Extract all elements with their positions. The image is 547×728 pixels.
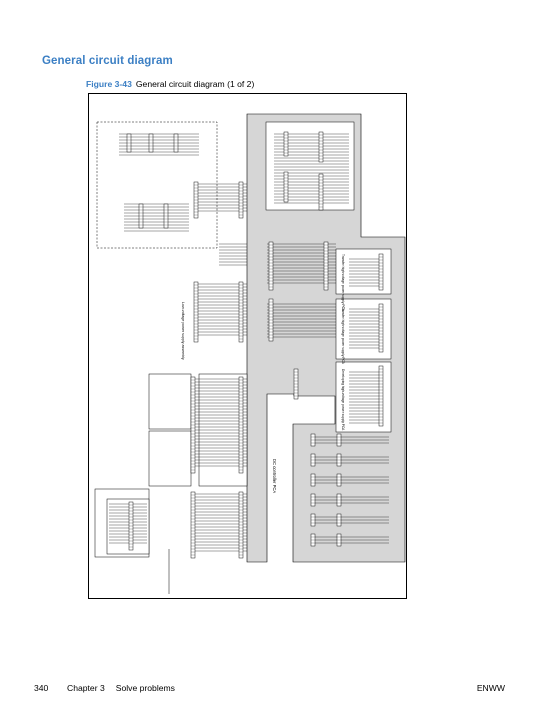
connector bbox=[268, 298, 274, 342]
wire-bundle bbox=[315, 476, 389, 484]
connector bbox=[238, 376, 244, 474]
connector bbox=[193, 281, 199, 343]
page-heading: General circuit diagram bbox=[42, 55, 173, 67]
connector bbox=[336, 533, 342, 547]
connector bbox=[190, 376, 196, 474]
label-transfer-hv-2: Transfer high voltage power supply PCA bbox=[341, 307, 345, 365]
connector bbox=[173, 133, 179, 153]
wire-bundle bbox=[194, 283, 247, 336]
connector bbox=[378, 253, 384, 291]
wire-bundle bbox=[191, 378, 247, 467]
footer-chapter: Chapter 3 Solve problems bbox=[67, 683, 175, 693]
connector bbox=[238, 281, 244, 343]
circuit-diagram: DC controller PCA Low-voltage power supp… bbox=[88, 93, 407, 599]
dashed-unit-block bbox=[96, 121, 218, 249]
wire-bundle bbox=[191, 493, 247, 552]
connector bbox=[190, 491, 196, 559]
controller-board-region bbox=[246, 113, 406, 563]
connector bbox=[283, 131, 289, 157]
wire-bundle bbox=[315, 456, 389, 464]
connector bbox=[336, 493, 342, 507]
connector bbox=[336, 433, 342, 447]
wire-bundle bbox=[109, 503, 147, 544]
connector bbox=[310, 433, 316, 447]
wire-bundle bbox=[315, 496, 389, 504]
wire-bundle bbox=[349, 258, 379, 287]
wire-bundle bbox=[315, 516, 389, 524]
figure-title: General circuit diagram (1 of 2) bbox=[135, 79, 255, 89]
connector bbox=[283, 171, 289, 203]
connector bbox=[378, 303, 384, 353]
connector bbox=[323, 241, 329, 291]
connectors bbox=[126, 131, 384, 559]
connector bbox=[310, 473, 316, 487]
connector bbox=[310, 533, 316, 547]
wire-bundle bbox=[315, 536, 389, 544]
footer-page-number: 340 bbox=[34, 683, 49, 693]
lv-sub-block-2 bbox=[148, 430, 192, 487]
connector bbox=[138, 203, 144, 229]
connector bbox=[163, 203, 169, 229]
figure-number: Figure 3-43 bbox=[86, 79, 132, 89]
wiring bbox=[109, 133, 389, 594]
wire-bundle bbox=[315, 436, 389, 444]
connector bbox=[336, 513, 342, 527]
connector bbox=[193, 181, 199, 219]
footer-section: Solve problems bbox=[115, 683, 175, 693]
connector-block-top bbox=[265, 121, 355, 211]
circuit-diagram-drawing: DC controller PCA Low-voltage power supp… bbox=[94, 113, 406, 594]
connector bbox=[310, 513, 316, 527]
footer-code: ENWW bbox=[476, 683, 505, 693]
connector bbox=[128, 501, 134, 551]
connector bbox=[378, 365, 384, 427]
connector bbox=[336, 453, 342, 467]
connector bbox=[310, 493, 316, 507]
wire-bundle bbox=[194, 183, 247, 212]
wire-bundle bbox=[349, 371, 379, 424]
connector bbox=[148, 133, 154, 153]
connector bbox=[310, 453, 316, 467]
connector bbox=[126, 133, 132, 153]
connector bbox=[293, 368, 299, 400]
label-dc-controller: DC controller PCA bbox=[272, 459, 277, 493]
wire-bundle bbox=[119, 133, 199, 156]
footer-chapter-label: Chapter 3 bbox=[67, 683, 105, 693]
label-developing-hv: Developing high-voltage power supply PCA bbox=[341, 369, 345, 431]
label-low-voltage: Low-voltage power supply assembly bbox=[181, 302, 185, 360]
connector bbox=[238, 491, 244, 559]
connector bbox=[336, 473, 342, 487]
left-bottom-subunit bbox=[106, 498, 150, 555]
connector bbox=[318, 131, 324, 163]
wire-bundle bbox=[267, 303, 336, 338]
wire-bundle bbox=[219, 243, 247, 266]
lv-sub-block-1 bbox=[148, 373, 192, 430]
wire-bundle bbox=[349, 308, 379, 349]
connector bbox=[318, 173, 324, 211]
connector bbox=[238, 181, 244, 219]
label-transfer-hv-1: Transfer high voltage power supply PCA bbox=[341, 254, 345, 312]
connector bbox=[268, 241, 274, 291]
wire-bundle bbox=[124, 203, 189, 232]
